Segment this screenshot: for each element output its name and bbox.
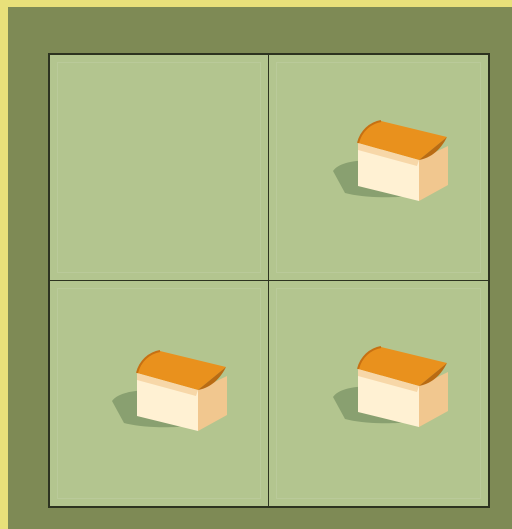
lot-bottom-right[interactable] (269, 281, 488, 507)
lot-top-left[interactable] (50, 55, 269, 281)
property-grid (48, 53, 490, 508)
lot-top-right[interactable] (269, 55, 488, 281)
house-icon (331, 113, 456, 203)
house-icon (110, 343, 235, 433)
lot-bottom-left[interactable] (50, 281, 269, 507)
house-icon (331, 339, 456, 429)
game-frame (8, 7, 512, 529)
